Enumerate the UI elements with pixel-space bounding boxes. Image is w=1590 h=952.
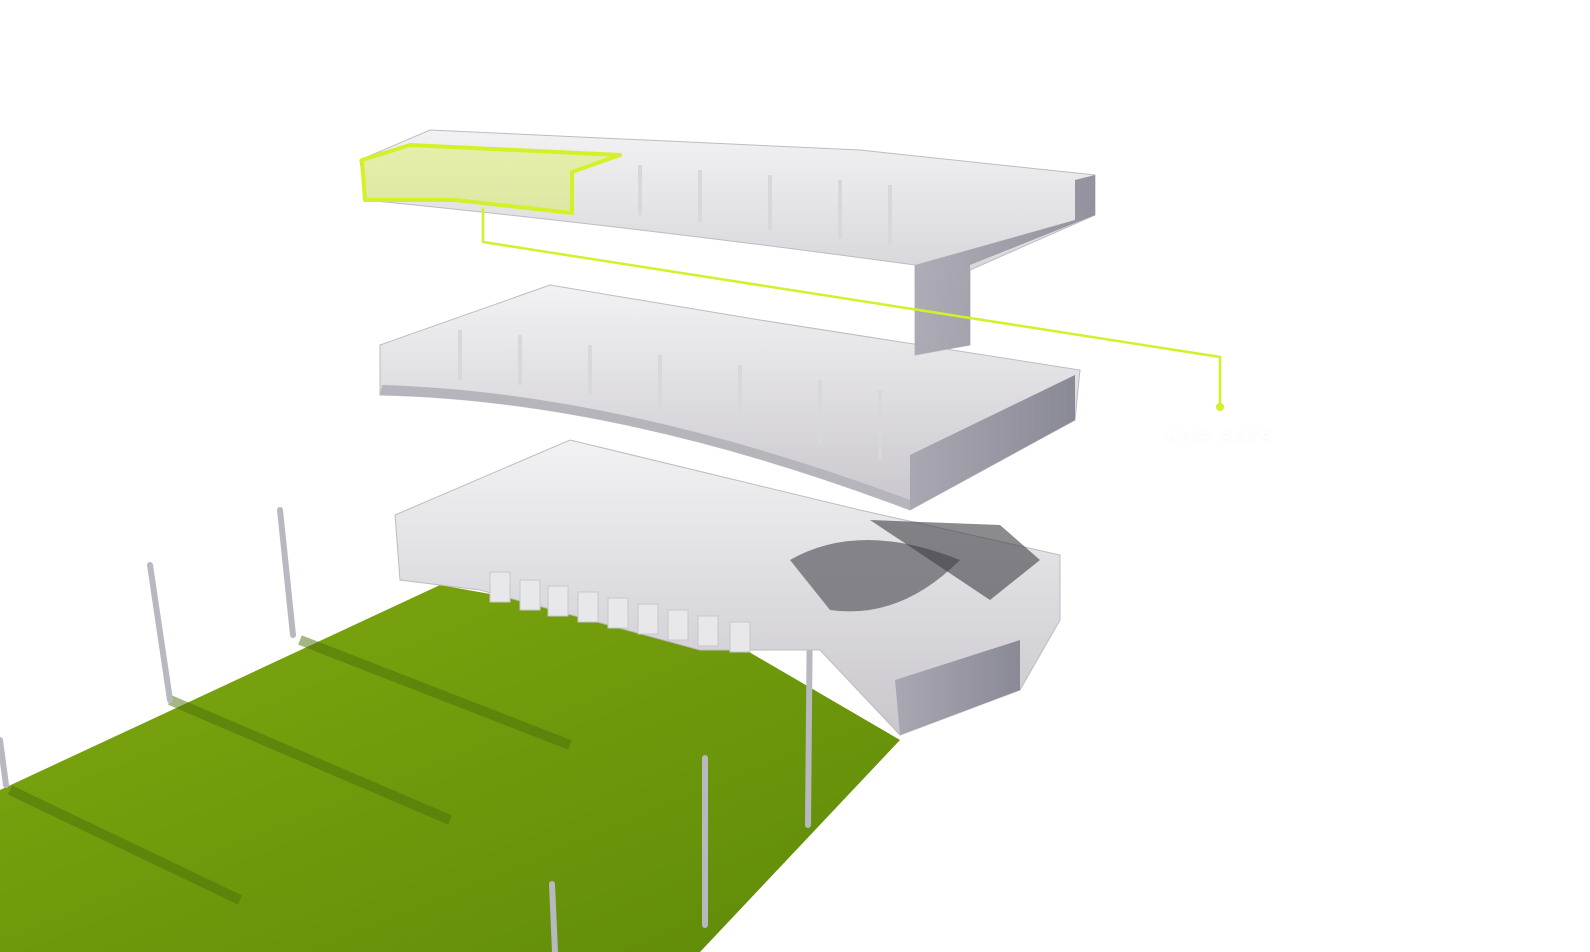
ground-floor <box>394 439 1061 736</box>
callout-leader-line <box>481 208 1222 405</box>
driving-range-field <box>0 585 900 952</box>
callout-dot[interactable] <box>1216 403 1224 411</box>
middle-floor <box>379 284 1081 511</box>
top-floor <box>359 129 1096 356</box>
vvip-bays-highlight[interactable] <box>360 143 622 215</box>
callout-label-vvip-bays[interactable]: VVIP BAYS <box>1166 428 1274 447</box>
field-shadows <box>7 635 572 905</box>
